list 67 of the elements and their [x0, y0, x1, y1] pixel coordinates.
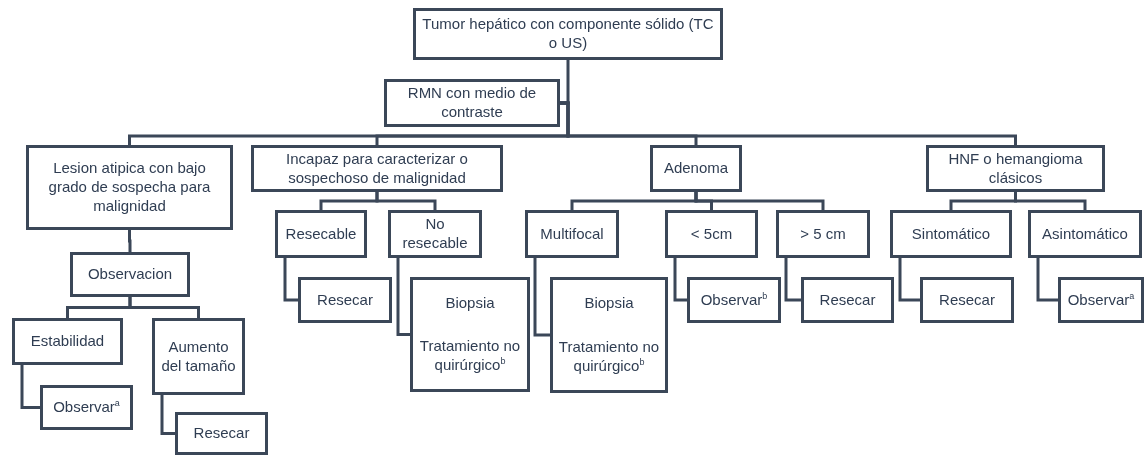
connector-line [283, 258, 298, 302]
connector-line [396, 258, 410, 336]
node-text: Tumor hepático con componente sólido (TC o US) [421, 15, 715, 53]
node-text: Biopsia [445, 294, 495, 313]
process-box [251, 145, 503, 192]
node-text: Incapaz para caracterizar o sospechoso de malignidad [285, 149, 469, 188]
process-box [801, 277, 894, 323]
process-box [12, 318, 123, 365]
connector-line [20, 365, 40, 409]
process-box [926, 145, 1105, 192]
process-box [175, 412, 268, 455]
node-text: Resecar [317, 290, 373, 310]
node-text: Observar$^{b}$ [700, 290, 768, 310]
connector-line [128, 297, 200, 318]
node-text: Observar$^{a}$ [53, 398, 120, 417]
process-box [70, 252, 190, 297]
connector-line [1014, 192, 1087, 210]
connector-line [898, 258, 920, 302]
process-box [525, 210, 619, 258]
process-box [26, 145, 233, 230]
node-text: Asintomático [1042, 224, 1128, 244]
process-box [275, 210, 367, 258]
node-text: Sintomático [911, 224, 991, 244]
connector-line [533, 258, 550, 337]
process-box [890, 210, 1012, 258]
process-box [1028, 210, 1142, 258]
node-text: No resecable [401, 215, 469, 253]
node-text: Observacion [87, 265, 173, 284]
node-text: Lesion atipica con bajo grado de sospecha para malignidad [47, 159, 212, 216]
node-text: Resecar [193, 424, 250, 443]
process-box [650, 145, 742, 192]
process-box [776, 210, 870, 258]
process-box [413, 8, 723, 60]
node-text: Resecar [819, 290, 876, 310]
node-text: RMN con medio de contraste [406, 84, 538, 122]
process-box [665, 210, 758, 258]
process-box [152, 318, 245, 395]
node-text: Adenoma [663, 159, 729, 178]
connector-line [784, 258, 801, 302]
process-box [920, 277, 1014, 323]
connector-line [560, 101, 1017, 145]
node-text: Tratamiento no quirúrgico$^{b}$ [557, 338, 661, 376]
process-box [687, 277, 781, 323]
connector-line [1036, 258, 1058, 302]
process-box [550, 277, 668, 393]
node-text: < 5cm [690, 224, 733, 244]
node-text: Resecar [939, 290, 995, 310]
connector-line [160, 395, 175, 435]
process-box [40, 385, 133, 430]
connector-line [375, 192, 437, 210]
process-box [1058, 277, 1144, 323]
process-box [388, 210, 482, 258]
connector-line [128, 230, 132, 252]
node-text: Tratamiento no quirúrgico$^{b}$ [418, 337, 522, 375]
node-text: Biopsia [584, 294, 634, 314]
node-text: Multifocal [540, 224, 604, 244]
node-text: Observar$^{a}$ [1067, 290, 1135, 310]
connector-line [694, 192, 825, 210]
process-box [410, 277, 530, 392]
process-box [298, 277, 392, 323]
node-text: Aumento del tamaño [160, 337, 237, 376]
node-text: Estabilidad [30, 332, 105, 351]
node-text: HNF o hemangioma clásicos [947, 149, 1084, 188]
connector-line [673, 258, 687, 302]
process-box [384, 79, 560, 127]
node-text: Resecable [285, 224, 357, 244]
node-text: > 5 cm [800, 224, 846, 244]
